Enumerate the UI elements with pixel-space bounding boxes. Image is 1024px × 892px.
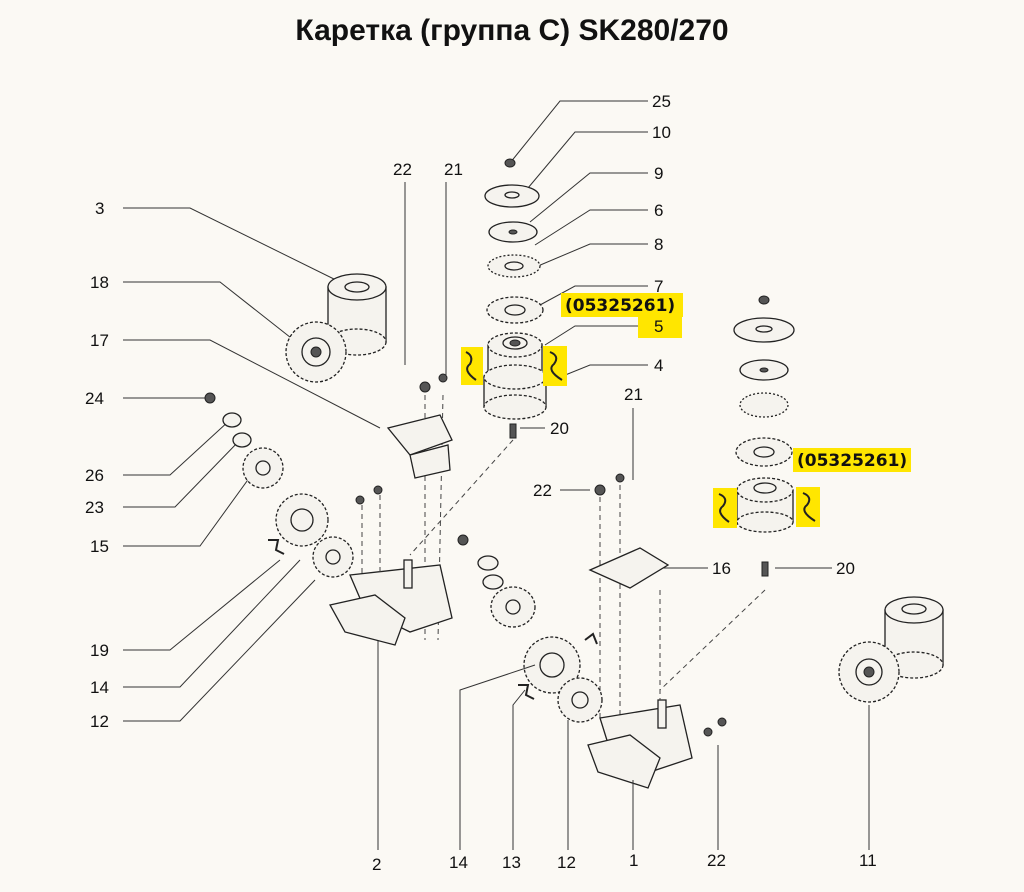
leader-6	[534, 209, 648, 246]
left-upper-gears	[123, 207, 387, 429]
leader-17	[123, 339, 381, 429]
leader-15	[123, 469, 256, 547]
label-25: 25	[652, 92, 671, 111]
leader-13	[512, 689, 526, 850]
label-23: 23	[85, 498, 104, 517]
part-25-nut	[504, 158, 516, 168]
part-16-bracket	[588, 547, 670, 589]
leader-8	[537, 243, 648, 267]
leader-14a	[123, 559, 301, 688]
label-1: 1	[629, 851, 638, 870]
label-20a: 20	[550, 419, 569, 438]
label-7: 7	[654, 277, 663, 296]
label-15: 15	[90, 537, 109, 556]
spring-clip-highlight-right-right	[796, 487, 820, 527]
part-17-bracket	[386, 414, 453, 456]
callout-labels: 25 10 9 6 8 7 5 4 22 21 3 18 17 24 26 23…	[85, 92, 877, 874]
part-code-top: (05325261)	[565, 296, 675, 316]
center-middle-parts	[457, 534, 536, 628]
label-24: 24	[85, 389, 104, 408]
label-5: 5	[654, 317, 663, 336]
leader-7	[539, 285, 648, 306]
label-17: 17	[90, 331, 109, 350]
label-2: 2	[372, 855, 381, 874]
right-lower-gears	[838, 596, 944, 850]
center-screw-20	[409, 423, 545, 556]
label-11: 11	[859, 851, 877, 870]
label-22c: 22	[707, 851, 726, 870]
left-lower-assembly	[123, 485, 453, 850]
leader-26	[123, 419, 231, 476]
leader-18	[123, 281, 301, 346]
label-26: 26	[85, 466, 104, 485]
part-22-screw	[419, 381, 431, 393]
part-23-washer	[232, 432, 252, 448]
label-22b: 22	[533, 481, 552, 500]
spring-clip-highlight-left	[461, 347, 483, 385]
label-9: 9	[654, 164, 663, 183]
leader-19	[123, 559, 281, 651]
leader-23	[123, 439, 241, 508]
leader-9	[529, 172, 648, 223]
center-stack: (05325261)	[461, 100, 683, 420]
label-21b: 21	[624, 385, 643, 404]
label-21a: 21	[444, 160, 463, 179]
label-22a: 22	[393, 160, 412, 179]
label-20b: 20	[836, 559, 855, 578]
label-8: 8	[654, 235, 663, 254]
page-title: Каретка (группа С) SK280/270	[295, 14, 729, 47]
spring-clip-highlight-right-left	[713, 488, 737, 528]
center-lower-assembly	[459, 408, 766, 850]
part-1-plate	[587, 734, 661, 789]
left-small-parts	[123, 392, 284, 547]
part-code-highlight-top	[561, 293, 683, 317]
leader-12a	[123, 579, 316, 722]
spring-clip-highlight-right	[543, 346, 567, 386]
label-6: 6	[654, 201, 663, 220]
part-24-nut	[204, 392, 216, 404]
part-code-right: (05325261)	[797, 451, 907, 471]
part-4-gear	[483, 364, 547, 420]
part-code-highlight-right	[793, 448, 911, 472]
label-14a: 14	[90, 678, 109, 697]
label-3: 3	[95, 199, 104, 218]
part-19-clip	[268, 539, 285, 555]
label-4: 4	[654, 356, 663, 375]
leader-10	[527, 131, 648, 189]
bracket-17-assembly	[386, 182, 453, 641]
part-26-washer	[222, 412, 242, 428]
label-12b: 12	[557, 853, 576, 872]
label-13: 13	[502, 853, 521, 872]
part-2-plate	[329, 594, 406, 646]
leader-3	[123, 207, 341, 283]
leader-25	[509, 100, 648, 164]
label-16: 16	[712, 559, 731, 578]
label-18: 18	[90, 273, 109, 292]
leader-5	[544, 325, 638, 346]
label-14b: 14	[449, 853, 468, 872]
right-stack: (05325261)	[713, 295, 911, 577]
label-19: 19	[90, 641, 109, 660]
part-21-screw	[438, 373, 448, 383]
label-10: 10	[652, 123, 671, 142]
label-5-highlight	[638, 316, 682, 338]
label-12a: 12	[90, 712, 109, 731]
leader-14b	[459, 664, 536, 850]
